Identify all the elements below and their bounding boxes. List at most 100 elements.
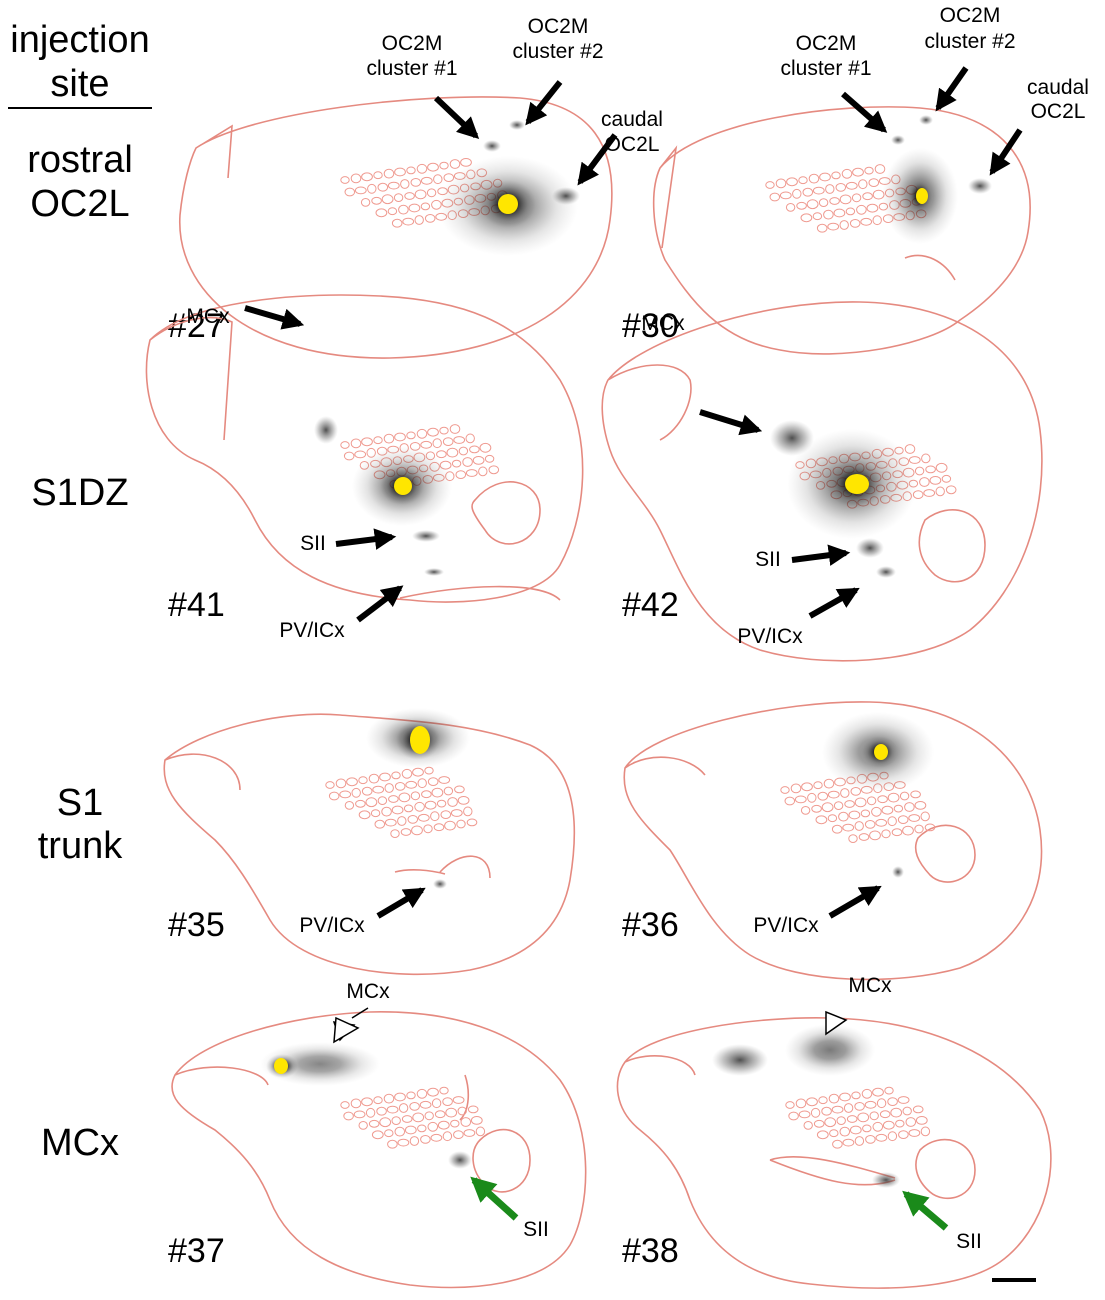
barrel [902,1106,912,1116]
barrel [371,1130,384,1140]
barrel [795,1098,807,1109]
barrel [406,1091,416,1100]
barrel [417,813,430,822]
barrel [882,1120,895,1130]
barrel [410,178,422,187]
arrow-sii-green [902,1190,949,1231]
barrel [854,1136,865,1146]
barrel [450,809,463,817]
barrel [472,456,485,465]
barrel [411,825,423,836]
barrel [845,181,858,190]
barrel [424,1111,434,1121]
panel-case-42: MCx SII PV/ICx #42 [601,301,1043,662]
barrel [437,1120,450,1130]
barrel [466,818,478,827]
barrel [455,470,467,480]
barrel [919,477,930,487]
barrel [393,193,404,203]
injection-site [874,744,888,760]
barrel [872,1087,884,1097]
annotation-oc2m-cluster-1-line-2: cluster #1 [366,57,457,80]
barrel [424,766,434,775]
barrel [801,782,813,792]
annotation-pv-icx: PV/ICx [737,625,803,648]
barrel [904,444,916,454]
barrel [374,819,386,829]
annotation-mcx: MCx [346,980,390,1003]
barrel [383,433,395,444]
barrel [416,163,428,174]
barrel [340,1101,350,1109]
barrel [449,159,461,169]
case-number: #35 [168,906,225,944]
barrel [404,192,415,200]
barrel [849,219,861,228]
barrel [895,1119,905,1128]
barrel [848,810,861,820]
barrel [877,795,888,804]
case-number: #30 [622,307,679,345]
barrel [865,1135,876,1144]
barrel [442,1097,453,1106]
barrel [388,795,399,803]
barrel [417,778,427,789]
barrel [379,1117,392,1128]
barrel [335,778,347,789]
barrel [379,772,391,782]
barrel [400,828,412,836]
barrel [426,188,437,198]
barrel [831,824,843,834]
barrel [858,179,868,190]
brain-section-outline [652,106,1031,355]
brain-section-outline [171,1011,587,1289]
barrel [383,168,395,179]
barrel [816,1130,829,1140]
barrel [812,212,823,221]
barrel [386,1105,399,1114]
barrel [864,1100,877,1109]
barrel [897,1096,910,1104]
barrel [465,433,475,444]
barrel [397,816,407,826]
barrel [839,1092,851,1102]
barrel [414,801,425,812]
barrel [839,194,852,205]
barrel [412,767,424,777]
barrel [400,179,410,189]
barrel [384,783,394,793]
arrow-pv-icx [808,587,860,619]
barrel [823,778,835,789]
barrel [839,220,849,230]
barrel [848,834,858,843]
barrel [438,776,451,784]
barrel [401,768,413,779]
barrel [409,1102,420,1111]
barrel [447,797,458,807]
label-spread-mcx [785,1024,875,1076]
barrel [372,785,385,794]
row-label-s1-trunk-line-2: trunk [38,825,123,867]
injection-site [498,194,518,214]
barrel [436,799,447,808]
barrel [443,786,454,796]
barrel [792,188,802,199]
barrel [377,182,389,192]
label-cluster-sii [856,538,884,558]
barrel [887,1131,898,1142]
barrel [405,780,418,789]
barrel [827,814,838,823]
barrel [367,183,377,194]
barrel [812,186,825,195]
label-cluster-pv-icx [892,866,904,878]
panel-case-37: MCx SII #37 [168,980,587,1289]
panel-case-35: PV/ICx #35 [163,708,576,976]
barrel [829,197,840,205]
barrel [439,1086,449,1095]
barrel [856,204,867,215]
barrel [427,1121,439,1132]
barrel [414,189,427,200]
barrel [381,806,392,817]
barrel [824,1117,837,1128]
row-label-rostral-oc2l-line-2: OC2L [30,183,129,225]
